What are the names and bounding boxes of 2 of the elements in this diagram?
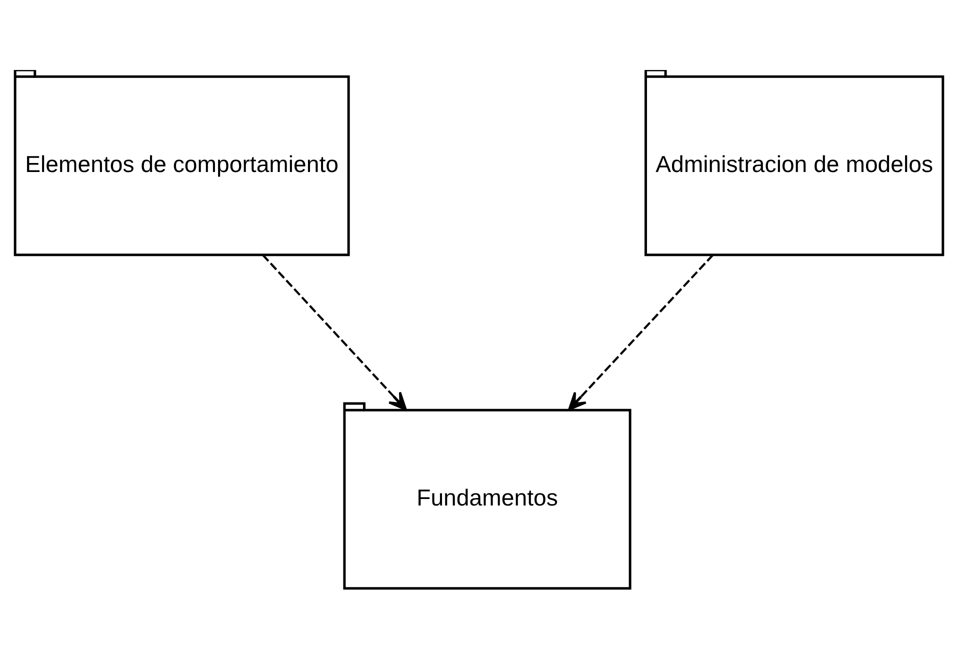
arrow xyxy=(568,254,714,410)
arrow xyxy=(262,254,407,410)
